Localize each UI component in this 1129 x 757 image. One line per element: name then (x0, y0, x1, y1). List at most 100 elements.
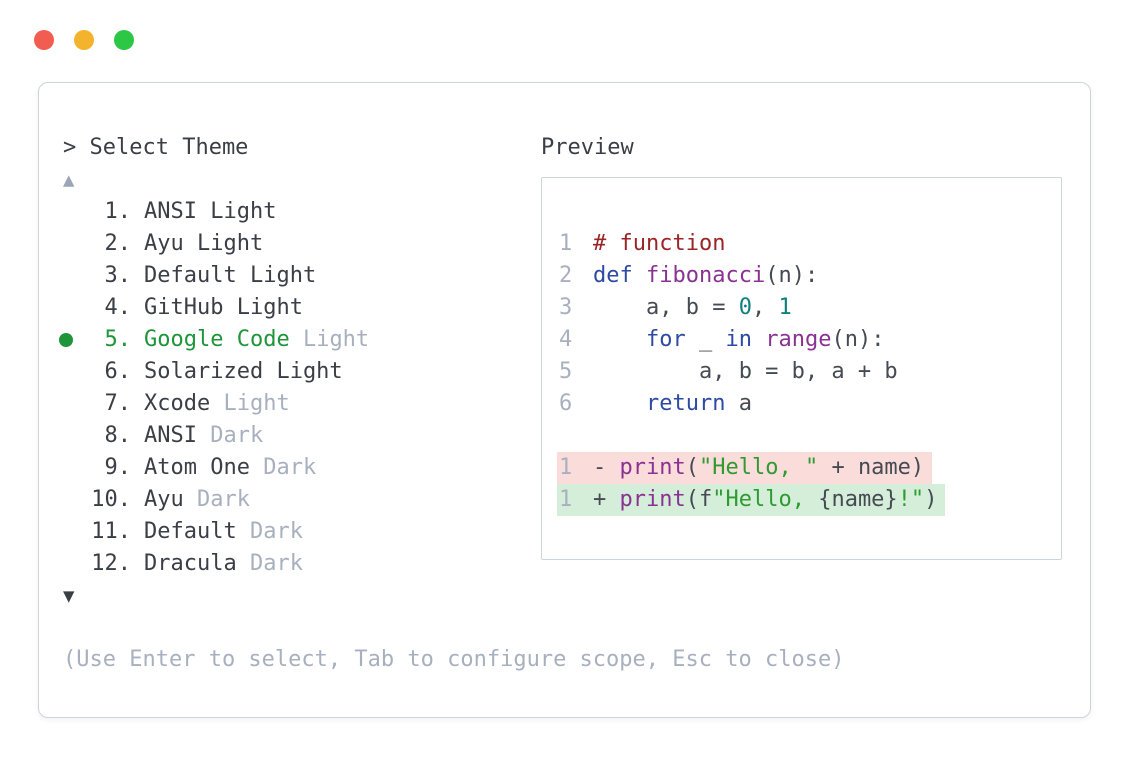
item-marker (63, 548, 91, 580)
code-token (752, 327, 765, 352)
code-token: fibonacci (646, 263, 766, 288)
theme-list-item[interactable]: 9.Atom One Dark (63, 452, 541, 484)
theme-list-item[interactable]: 5. Google Code Light (59, 324, 541, 356)
scroll-up-icon[interactable]: ▲ (63, 169, 75, 191)
code-token: print (619, 455, 686, 480)
code-token: ( (685, 455, 699, 480)
item-number: 2. (104, 231, 132, 256)
code-token: return (645, 391, 726, 416)
selected-item-dot (59, 333, 73, 347)
hint-text: (Use Enter to select, Tab to configure s… (63, 647, 845, 672)
item-number: 11. (91, 519, 131, 544)
code-token: {name} (818, 487, 898, 512)
code-token: + (593, 487, 620, 512)
item-marker (63, 452, 91, 484)
traffic-light-minimize[interactable] (74, 30, 94, 50)
selected-item-marker (59, 324, 91, 356)
code-line: 4 for _ in range(n): (559, 324, 1061, 356)
theme-picker-window: > Select Theme ▲ 1.ANSI Light 2. Ayu Light… (38, 82, 1091, 718)
code-token: , (751, 295, 779, 320)
code-token: in (725, 327, 752, 352)
code-token: for (645, 327, 686, 352)
preview-label: Preview (541, 135, 634, 160)
item-name: Solarized Light (144, 359, 343, 384)
code-line: 6 return a (559, 388, 1061, 420)
theme-list-item[interactable]: 12. Dracula Dark (63, 548, 541, 580)
theme-list-item[interactable]: 7.Xcode Light (63, 388, 541, 420)
theme-list-item[interactable]: 4.GitHub Light (63, 292, 541, 324)
code-token (593, 327, 646, 352)
item-name: Xcode (144, 391, 211, 416)
line-number: 3 (559, 295, 573, 320)
theme-list-item[interactable]: 11.Default Dark (63, 516, 541, 548)
theme-list-item[interactable]: 1.ANSI Light (63, 196, 541, 228)
item-name: ANSI (144, 423, 197, 448)
code-token: "Hello, " (698, 455, 819, 480)
item-name: Default (144, 519, 237, 544)
code-line: 5 a, b = b, a + b (559, 356, 1061, 388)
palette-title: > Select Theme (63, 135, 249, 160)
item-name: Ayu (144, 487, 184, 512)
item-number: 5. (104, 327, 132, 352)
theme-list-item[interactable]: 2. Ayu Light (63, 228, 541, 260)
item-number: 6. (104, 359, 132, 384)
item-variant-label: Dark (249, 455, 317, 480)
item-variant-label: Light (289, 327, 370, 352)
item-variant-label: Dark (196, 423, 264, 448)
code-token: ) (924, 487, 938, 512)
code-token: "Hello, (712, 487, 819, 512)
item-name: Atom One (144, 455, 250, 480)
traffic-light-maximize[interactable] (114, 30, 134, 50)
code-token: range (765, 327, 832, 352)
code-token: (n): (765, 263, 819, 288)
item-number: 8. (104, 423, 132, 448)
theme-list-item[interactable]: 8. ANSI Dark (63, 420, 541, 452)
code-token: !" (897, 487, 925, 512)
code-line: 3 a, b = 0, 1 (559, 292, 1061, 324)
line-number: 1 (559, 487, 573, 512)
item-marker (63, 292, 91, 324)
item-marker (63, 260, 91, 292)
item-name: Dracula (144, 551, 237, 576)
item-marker (63, 484, 91, 516)
code-token: a (725, 391, 752, 416)
item-variant-label: Dark (236, 551, 303, 576)
traffic-light-close[interactable] (34, 30, 54, 50)
item-number: 12. (91, 551, 131, 576)
item-name: Default Light (144, 263, 317, 288)
scroll-down-icon[interactable]: ▼ (63, 585, 75, 607)
item-variant-label: Light (210, 391, 290, 416)
item-marker (63, 420, 91, 452)
item-name: Google Code (144, 327, 290, 352)
item-marker (63, 228, 91, 260)
item-marker (63, 356, 91, 388)
code-token: (n): (831, 327, 885, 352)
item-number: 10. (91, 487, 131, 512)
code-token: a, b = b, a + b (593, 359, 898, 384)
item-number: 3. (104, 263, 132, 288)
line-number: 1 (559, 455, 573, 480)
theme-list-item[interactable]: 6. Solarized Light (63, 356, 541, 388)
code-token: 0 (738, 295, 752, 320)
theme-list-item[interactable]: 10.Ayu Dark (63, 484, 541, 516)
code-token: _ (685, 327, 726, 352)
code-token: + name) (818, 455, 925, 480)
theme-list: 1.ANSI Light 2. Ayu Light 3. Default Light 4.… (59, 196, 541, 580)
window-controls (34, 30, 134, 50)
theme-list-item[interactable]: 3. Default Light (63, 260, 541, 292)
item-name: ANSI Light (144, 199, 277, 224)
picker-columns: > Select Theme ▲ 1.ANSI Light 2. Ayu Light… (59, 132, 1066, 612)
code-token: # function (593, 231, 726, 256)
diff-line-removed: 1- print("Hello, " + name) (557, 452, 1061, 484)
item-name: Ayu Light (144, 231, 264, 256)
code-token: a, b = (593, 295, 739, 320)
code-token: - (593, 455, 620, 480)
item-marker (63, 388, 91, 420)
item-number: 4. (104, 295, 132, 320)
code-token (593, 391, 646, 416)
line-number: 1 (559, 231, 573, 256)
